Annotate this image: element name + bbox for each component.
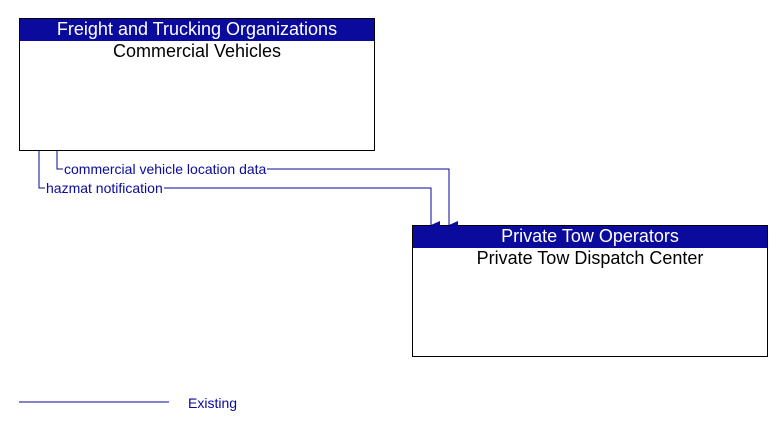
legend-label-existing: Existing [188, 395, 238, 411]
node-commercial-vehicles[interactable]: Freight and Trucking Organizations Comme… [19, 18, 375, 151]
node-title: Private Tow Dispatch Center [476, 248, 704, 268]
node-private-tow-dispatch-center[interactable]: Private Tow Operators Private Tow Dispat… [412, 225, 768, 357]
flow-line-hazmat [38, 151, 440, 229]
flow-label-hazmat: hazmat notification [45, 180, 164, 196]
node-header: Private Tow Operators [413, 226, 767, 248]
node-title: Commercial Vehicles [112, 41, 282, 61]
node-header: Freight and Trucking Organizations [20, 19, 374, 41]
flow-label-cvld: commercial vehicle location data [63, 161, 268, 177]
